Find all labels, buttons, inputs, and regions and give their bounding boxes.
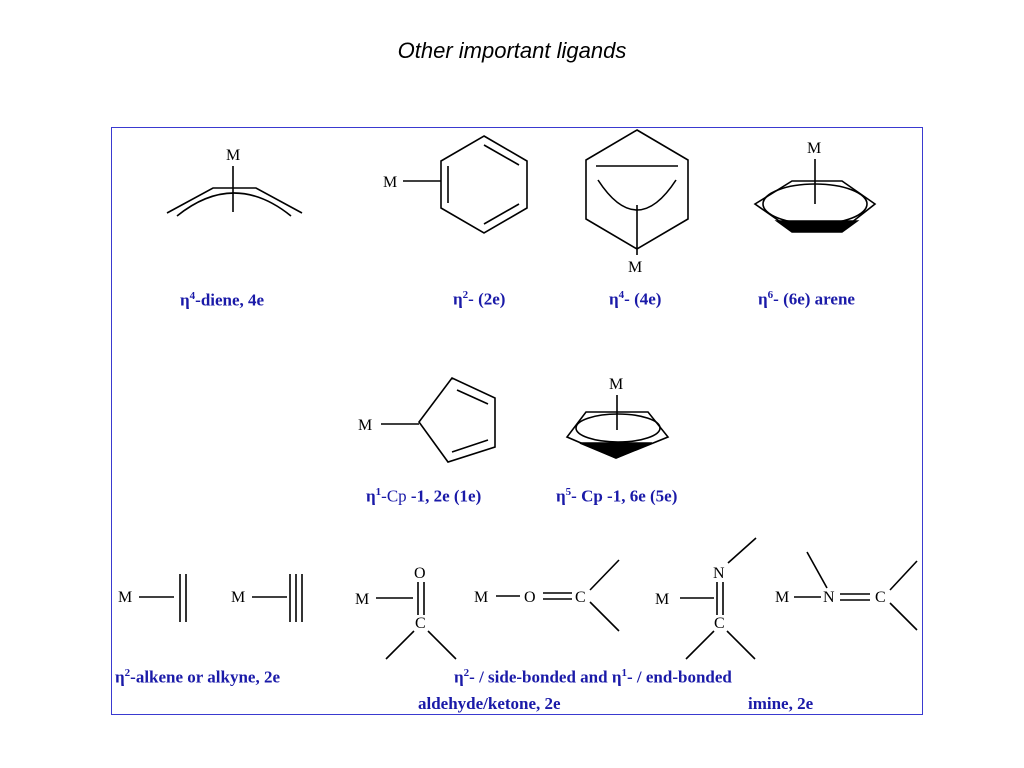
metal-label: M [118, 589, 132, 606]
carbon-label: C [714, 615, 725, 632]
nitrogen-label: N [823, 589, 835, 606]
metal-label: M [655, 591, 669, 608]
metal-label: M [609, 376, 623, 393]
alkene-structure [139, 574, 187, 622]
carbon-label: C [415, 615, 426, 632]
eta6-arene-structure [753, 159, 877, 233]
end-bonded-imine-structure [794, 551, 918, 631]
metal-label: M [775, 589, 789, 606]
metal-label: M [231, 589, 245, 606]
metal-label: M [807, 140, 821, 157]
metal-label: M [383, 174, 397, 191]
caption-cp5: η5- Cp -1, 6e (5e) [556, 486, 678, 506]
oxygen-label: O [414, 565, 426, 582]
oxygen-label: O [524, 589, 536, 606]
eta2-benzene-structure [403, 135, 528, 234]
caption-eta4: η4- (4e) [609, 289, 662, 309]
page-title: Other important ligands [397, 38, 627, 63]
caption-diene: η4-diene, 4e [180, 290, 265, 310]
caption-eta6: η6- (6e) arene [758, 289, 855, 309]
metal-label: M [474, 589, 488, 606]
nitrogen-label: N [713, 565, 725, 582]
side-bonded-carbonyl-structure [376, 582, 457, 660]
caption-imine: imine, 2e [748, 694, 814, 713]
eta1-cp-structure [381, 377, 496, 463]
caption-alkene: η2-alkene or alkyne, 2e [115, 667, 281, 687]
caption-cp1: η1-Cp -1, 2e (1e) [366, 486, 482, 506]
side-bonded-imine-structure [680, 537, 757, 660]
metal-label: M [226, 147, 240, 164]
carbon-label: C [575, 589, 586, 606]
metal-label: M [628, 259, 642, 276]
diene-structure [166, 166, 303, 217]
carbon-label: C [875, 589, 886, 606]
metal-label: M [355, 591, 369, 608]
end-bonded-carbonyl-structure [496, 559, 620, 632]
caption-eta2: η2- (2e) [453, 289, 506, 309]
alkyne-structure [252, 574, 303, 622]
eta4-benzene-structure [585, 129, 689, 255]
metal-label: M [358, 417, 372, 434]
ligand-panel [111, 127, 923, 715]
caption-carbonyl: η2- / side-bonded and η1- / end-bonded [454, 667, 732, 687]
eta5-cp-structure [565, 395, 670, 459]
caption-aldehyde: aldehyde/ketone, 2e [418, 694, 561, 713]
